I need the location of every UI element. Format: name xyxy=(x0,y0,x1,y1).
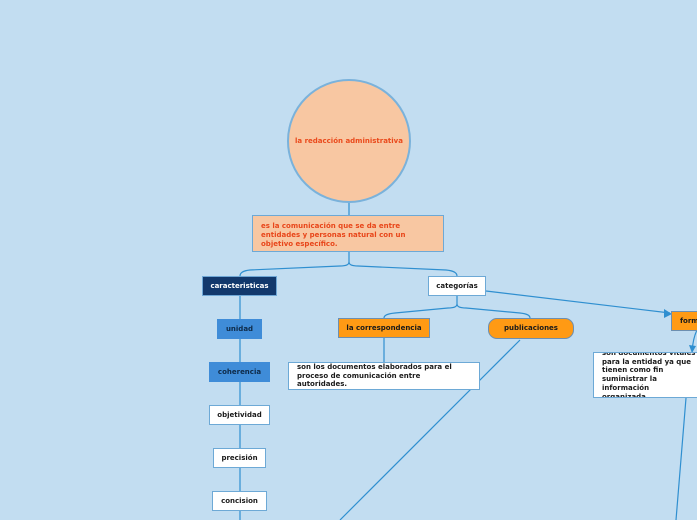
connector-categorias-publicaciones xyxy=(456,303,531,319)
formas-label: form xyxy=(680,316,697,325)
connector-arrow-formas-desc xyxy=(689,345,696,353)
connector-arrow-formas xyxy=(664,309,672,318)
unidad-label: unidad xyxy=(225,324,254,333)
connector-categorias-formas xyxy=(485,290,671,314)
correspondencia-label: la correspondencia xyxy=(346,323,422,332)
precision-label: precisión xyxy=(221,453,258,462)
formas-description-label: son documentos vitales para la entidad y… xyxy=(602,352,696,398)
publicaciones-node[interactable]: publicaciones xyxy=(488,318,574,339)
coherencia-node[interactable]: coherencia xyxy=(209,362,270,382)
caracteristicas-label: caracteristicas xyxy=(210,281,269,290)
formas-node[interactable]: form xyxy=(671,311,697,331)
objetividad-node[interactable]: objetividad xyxy=(209,405,270,425)
categorias-node[interactable]: categorías xyxy=(428,276,486,296)
central-topic-node[interactable]: la redacción administrativa xyxy=(287,79,411,203)
correspondencia-description-label: son los documentos elaborados para el pr… xyxy=(297,362,452,389)
connector-definition-caracteristicas xyxy=(239,252,350,277)
connector-categorias-correspondencia xyxy=(383,296,458,319)
coherencia-label: coherencia xyxy=(217,367,262,376)
concision-label: concision xyxy=(221,496,258,505)
categorias-label: categorías xyxy=(436,281,478,290)
correspondencia-node[interactable]: la correspondencia xyxy=(338,318,430,338)
correspondencia-description-node[interactable]: son los documentos elaborados para el pr… xyxy=(288,362,480,390)
definition-label: es la comunicación que se da entre entid… xyxy=(261,222,406,248)
publicaciones-label: publicaciones xyxy=(504,324,558,333)
unidad-node[interactable]: unidad xyxy=(217,319,262,339)
definition-node[interactable]: es la comunicación que se da entre entid… xyxy=(252,215,444,252)
formas-description-node[interactable]: son documentos vitales para la entidad y… xyxy=(593,352,697,398)
concision-node[interactable]: concision xyxy=(212,491,267,511)
precision-node[interactable]: precisión xyxy=(213,448,266,468)
connector-formas-desc-line xyxy=(675,397,687,520)
objetividad-label: objetividad xyxy=(217,410,262,419)
connector-definition-categorias xyxy=(348,261,458,277)
connector-publicaciones-line xyxy=(339,339,521,520)
caracteristicas-node[interactable]: caracteristicas xyxy=(202,276,277,296)
central-topic-label: la redacción administrativa xyxy=(295,136,403,145)
